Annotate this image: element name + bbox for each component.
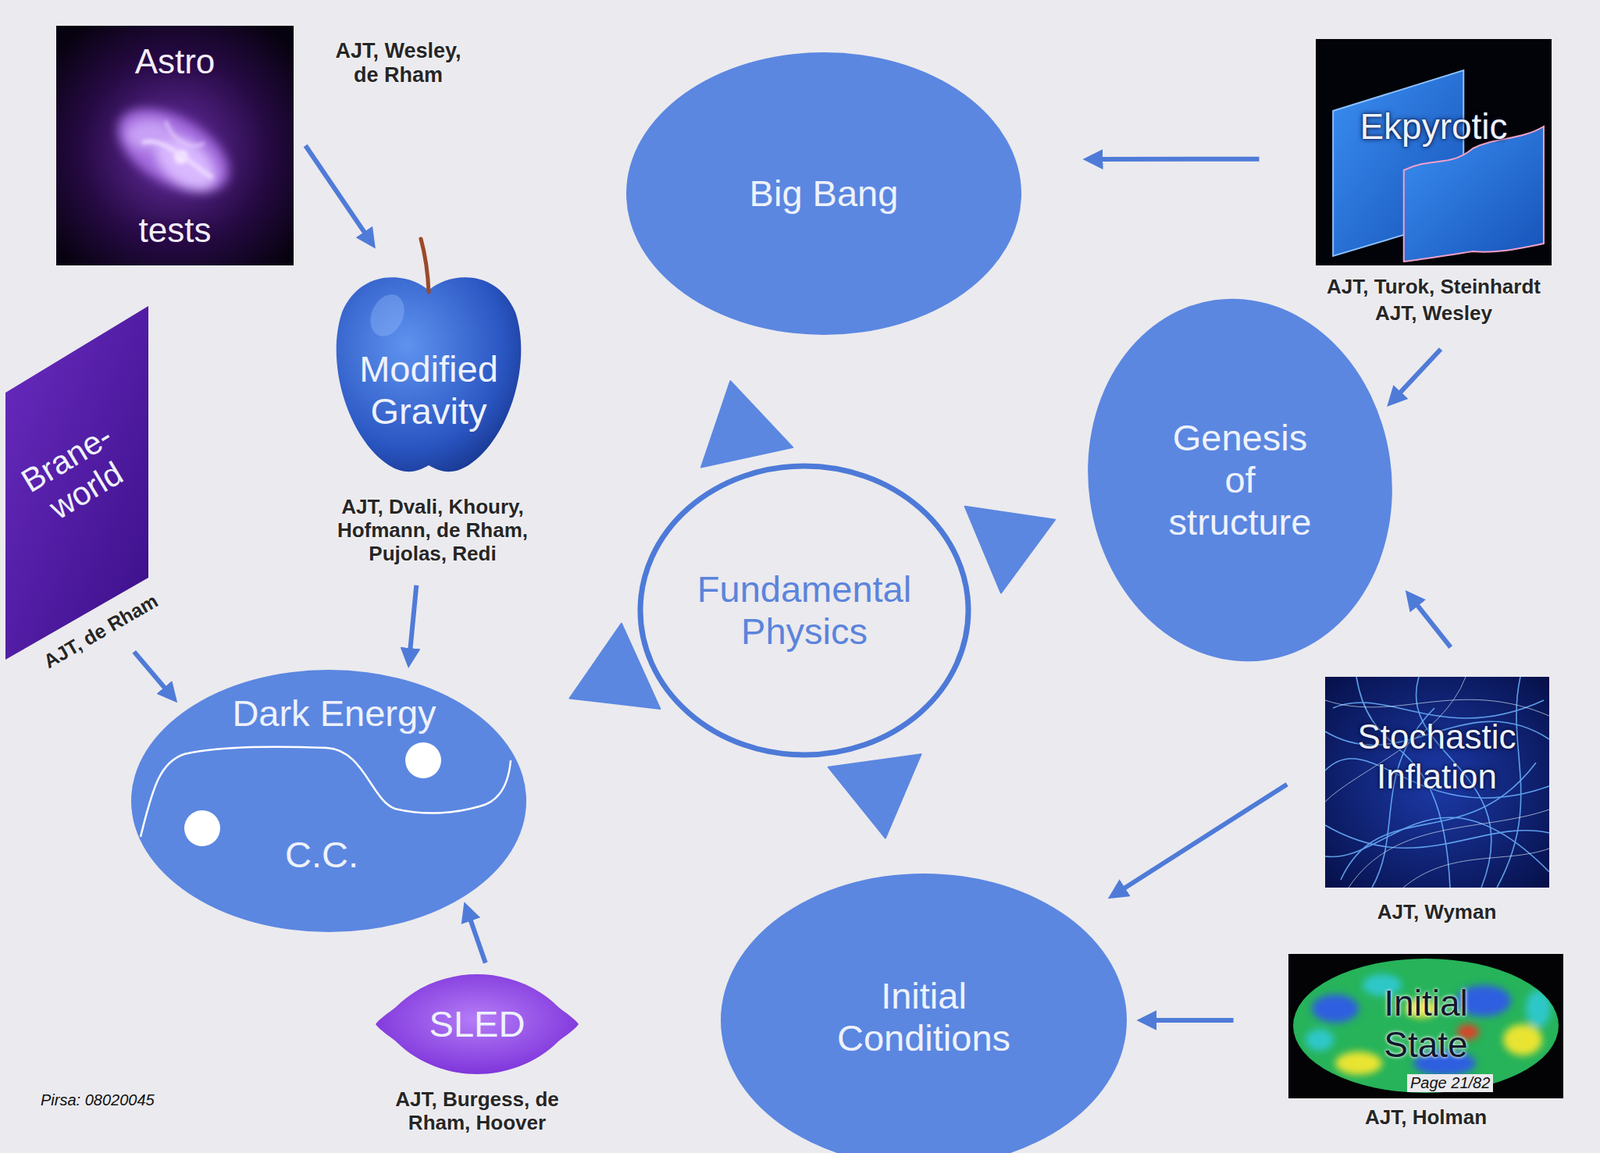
image-ground [1315, 39, 1552, 266]
image-ground [1288, 954, 1564, 1099]
illustration-part [1325, 817, 1550, 873]
illustration-part [1503, 1024, 1543, 1056]
ellipse-fill [626, 52, 1022, 335]
node-label: Modified Gravity [334, 348, 523, 433]
nebula-core [142, 121, 213, 179]
author-credit: AJT, Wyman [1335, 901, 1539, 925]
author-credit: AJT, Wesley [1285, 302, 1583, 326]
image-ground [1325, 677, 1550, 888]
author-credit: AJT, Holman [1324, 1106, 1528, 1130]
node-label: Dark Energy [178, 692, 491, 735]
photo-panel-outline [1315, 39, 1552, 266]
illustration-part [1335, 1051, 1383, 1076]
author-credit: AJT, Burgess, de Rham, Hoover [383, 1088, 571, 1136]
page-number: Page 21/82 [1407, 1074, 1494, 1093]
illustration-part [1403, 848, 1550, 888]
node-label: Initial Conditions [806, 975, 1041, 1060]
topic-ellipse: Big Bang [624, 50, 1023, 337]
illustration-part [1325, 699, 1550, 717]
illustration-part [1305, 974, 1551, 1077]
ellipse-fill [720, 873, 1127, 1153]
topic-ellipse: Genesis of structure [1086, 296, 1394, 664]
flow-arrow [409, 585, 417, 653]
flow-arrowhead [701, 381, 793, 467]
node-label: SLED [399, 1003, 556, 1046]
author-credit: AJT, Wesley, de Rham [324, 39, 473, 88]
flow-arrow [1151, 1018, 1233, 1023]
light-trails [1325, 677, 1550, 888]
flow-arrow [469, 916, 486, 963]
image-ground [56, 25, 294, 266]
node-label: Genesis of structure [1160, 416, 1321, 544]
brane-pane [1404, 126, 1544, 262]
flow-arrow [1397, 349, 1441, 396]
illustration-part [165, 121, 205, 147]
flow-arrow [1121, 784, 1288, 891]
dot [405, 742, 442, 779]
ellipse-fill [131, 669, 527, 933]
flow-arrowhead [965, 506, 1055, 594]
author-credit: AJT, Turok, Steinhardt [1285, 275, 1583, 300]
node-label: Big Bang [659, 172, 988, 215]
topic-ellipse: Dark EnergyC.C. [129, 668, 528, 934]
apple-stem [420, 238, 429, 293]
core-circle: Fundamental Physics [636, 462, 973, 760]
illustration-part [1311, 994, 1359, 1023]
dot [184, 810, 221, 847]
ellipse-fill [1064, 278, 1415, 681]
illustration-part [1305, 1029, 1334, 1052]
flow-arrow [305, 146, 367, 236]
source-id: Pirsa: 08020045 [40, 1091, 155, 1110]
illustration-part [1525, 990, 1551, 1028]
illustration-part [103, 92, 243, 211]
photo-panel: EkpyroticAJT, Turok, SteinhardtAJT, Wesl… [1315, 39, 1552, 266]
photo-panel: Stochastic InflationAJT, Wyman [1325, 677, 1550, 888]
apple-icon: Modified GravityAJT, Dvali, Khoury, Hofm… [326, 234, 531, 475]
illustration-part [1288, 954, 1564, 1099]
photo-panel: AstrotestsAJT, Wesley, de Rham [56, 25, 294, 266]
illustration-part [1325, 825, 1550, 849]
nebula [103, 92, 243, 211]
sky-map [1288, 954, 1564, 1099]
lemon-shape: SLEDAJT, Burgess, de Rham, Hoover [372, 966, 582, 1083]
apple-highlight [363, 288, 411, 343]
node-label: C.C. [243, 833, 400, 877]
node-label: Fundamental Physics [675, 568, 934, 653]
light-trails [1325, 677, 1550, 888]
brane-panel: Brane-worldAJT, de Rham [5, 306, 149, 664]
flow-arrow [1098, 156, 1260, 162]
flow-arrow [134, 652, 168, 692]
image-title: Stochastic Inflation [1331, 717, 1543, 797]
flow-arrow [1414, 602, 1451, 649]
illustration-part [1332, 700, 1544, 719]
image-title: Initial State [1355, 983, 1497, 1066]
image-title: tests [65, 210, 285, 251]
author-credit: AJT, Dvali, Khoury, Hofmann, de Rham, Pu… [307, 495, 558, 567]
illustration-part [142, 141, 213, 179]
topic-ellipse: Initial Conditions [719, 872, 1129, 1153]
image-title: Ekpyrotic [1320, 106, 1547, 148]
image-title: Astro [65, 42, 285, 82]
lemon-body [375, 974, 579, 1075]
circle-outline [640, 466, 969, 756]
illustration-part [1348, 809, 1550, 888]
flow-arrowhead [828, 754, 922, 838]
